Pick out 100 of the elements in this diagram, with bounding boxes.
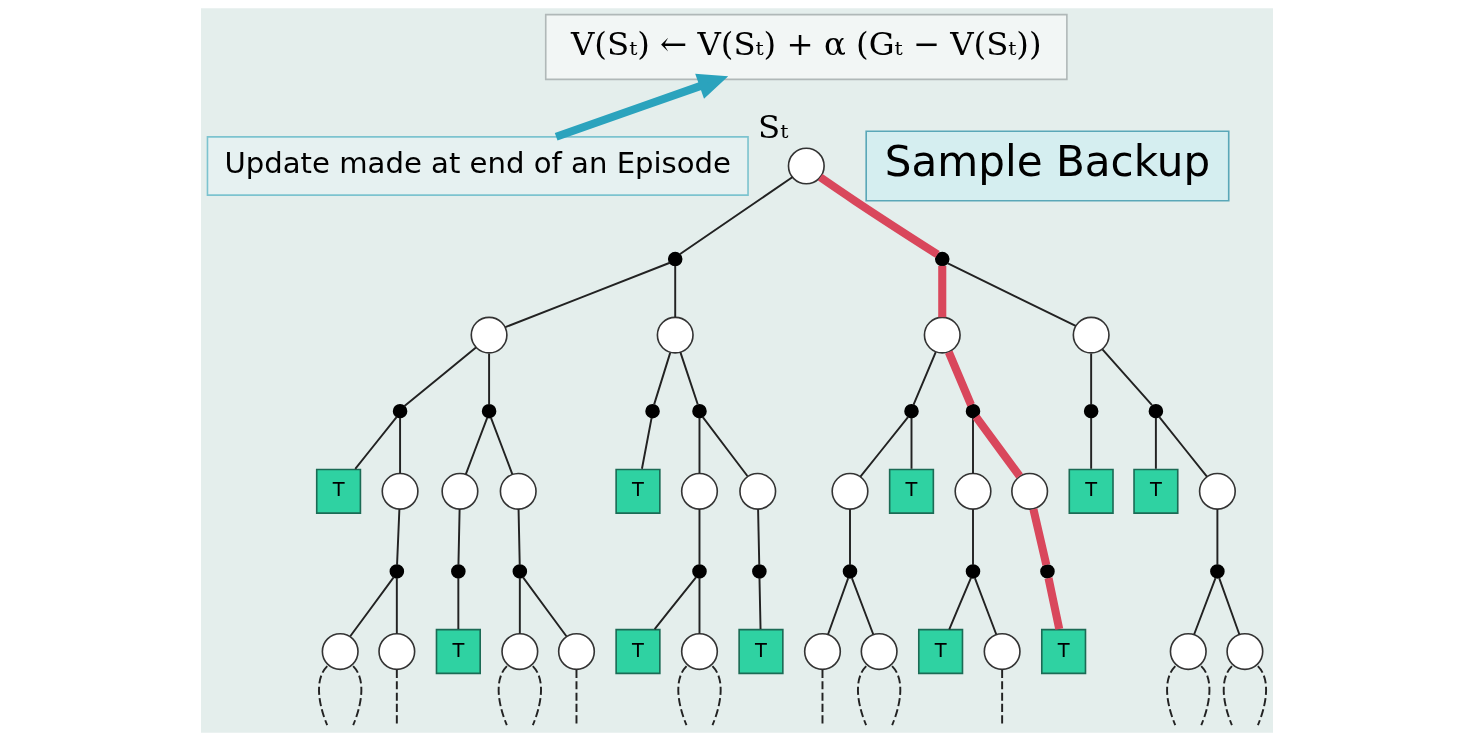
node-box: Sample Backup	[864, 130, 1230, 202]
node-box: T	[435, 628, 481, 675]
connector	[910, 416, 912, 470]
node-dot	[1039, 564, 1055, 579]
node-circle	[803, 632, 841, 671]
node-circle	[680, 632, 718, 671]
node-dot	[691, 403, 707, 419]
connector	[817, 173, 940, 258]
connector	[673, 264, 676, 319]
node-circle	[1225, 632, 1263, 671]
node-circle	[983, 632, 1021, 671]
connector	[1192, 577, 1216, 636]
connector	[351, 665, 362, 726]
node-dot	[691, 564, 707, 579]
connector	[856, 665, 867, 726]
connector	[971, 508, 974, 566]
node-circle	[830, 472, 869, 510]
node-circle	[557, 632, 595, 671]
node-box: T	[614, 628, 661, 675]
connector	[395, 508, 400, 566]
arrow	[554, 73, 728, 141]
node-dot	[512, 564, 527, 579]
node-circle	[680, 472, 718, 510]
connector	[395, 577, 398, 635]
node-box: T	[315, 468, 361, 514]
connector	[531, 665, 542, 726]
node-circle	[1010, 472, 1048, 510]
node-dot	[965, 564, 980, 579]
connector	[1044, 577, 1063, 630]
node-label: Sₜ	[757, 108, 788, 147]
connector	[652, 351, 671, 406]
node-box: T	[1132, 468, 1179, 514]
connector	[710, 665, 722, 726]
connector	[1256, 665, 1267, 726]
connector	[947, 576, 972, 631]
connector	[698, 416, 700, 475]
connector	[912, 351, 937, 406]
node-circle	[923, 316, 961, 354]
connector	[698, 508, 700, 566]
node-box: T	[888, 468, 934, 514]
connector	[464, 416, 488, 475]
connector	[676, 665, 687, 726]
connector	[972, 414, 1023, 479]
connector	[678, 176, 793, 256]
node-box: Update made at end of an Episode	[206, 136, 749, 196]
node-circle	[787, 147, 825, 185]
node-circle	[860, 632, 898, 671]
node-box: T	[1068, 468, 1114, 514]
connector	[758, 577, 761, 630]
connector	[456, 508, 461, 566]
node-dot	[392, 403, 407, 419]
node-dot	[667, 251, 682, 267]
connector	[1215, 508, 1218, 566]
node-dot	[965, 403, 980, 419]
connector	[1165, 665, 1176, 726]
connector	[487, 352, 490, 406]
node-box: T	[614, 468, 661, 514]
node-dot	[751, 564, 767, 579]
connector	[1100, 348, 1153, 407]
connector	[518, 577, 521, 635]
connector	[1157, 415, 1208, 478]
connector	[946, 262, 1077, 327]
node-circle	[656, 316, 694, 354]
connector	[850, 577, 874, 636]
connector	[497, 665, 508, 726]
node-circle	[469, 316, 508, 354]
connector	[521, 576, 567, 638]
node-circle	[500, 632, 538, 671]
connector	[353, 415, 398, 470]
connector	[1154, 416, 1157, 470]
node-dot	[481, 403, 496, 419]
node-dot	[389, 564, 404, 579]
node-circle	[738, 472, 776, 510]
connector	[971, 416, 974, 475]
connector	[1222, 665, 1233, 726]
connector	[348, 576, 395, 638]
connector	[1199, 665, 1210, 726]
connector	[698, 577, 700, 635]
node-dot	[1209, 564, 1225, 579]
connector	[1217, 577, 1240, 636]
node-circle	[1198, 472, 1236, 510]
node-dot	[1148, 403, 1163, 419]
node-circle	[321, 632, 359, 671]
node-dot	[1083, 403, 1098, 419]
connector	[456, 577, 459, 630]
connector	[653, 576, 697, 630]
connector	[1089, 416, 1092, 470]
connector	[317, 665, 328, 726]
connector	[402, 346, 477, 408]
connector	[517, 508, 521, 566]
node-box: T	[1040, 628, 1086, 675]
connector	[701, 415, 748, 477]
connector	[937, 265, 946, 318]
node-dot	[842, 564, 857, 579]
node-circle	[1169, 632, 1207, 671]
connector	[848, 508, 851, 566]
connector	[858, 415, 909, 478]
node-circle	[440, 472, 479, 510]
connector	[678, 351, 699, 406]
connector	[890, 665, 901, 726]
